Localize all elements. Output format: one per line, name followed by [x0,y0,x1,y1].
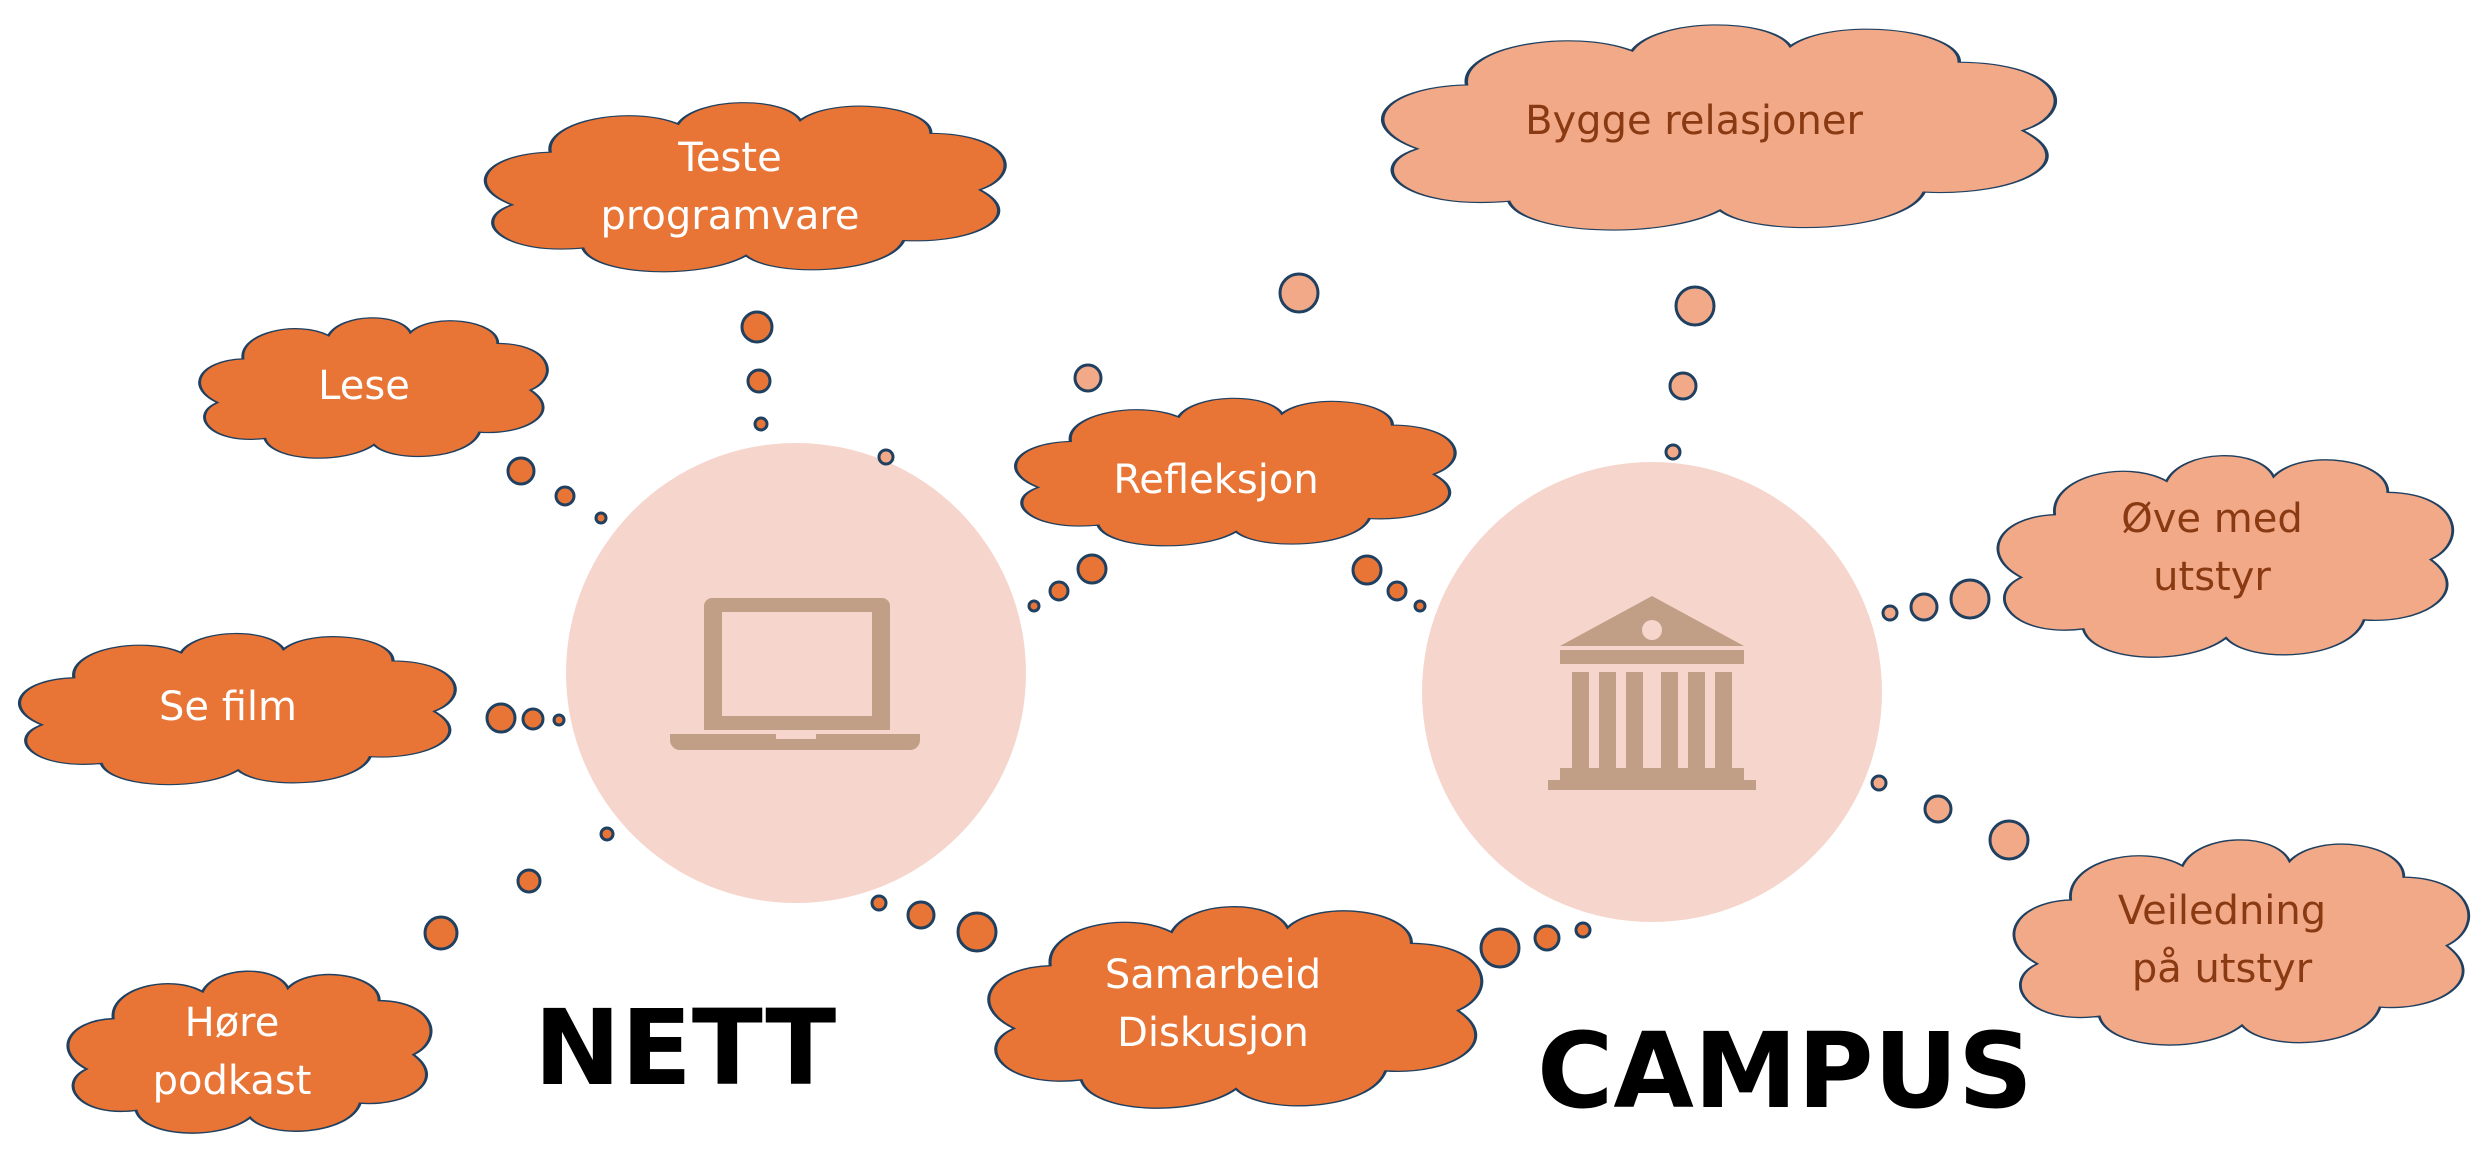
cloud-hore-podkast: Høre podkast [68,971,431,1133]
cloud-label-line: Diskusjon [1117,1010,1309,1056]
bubbles-ove [1881,578,1991,622]
bubbles-samarbeid [870,894,1592,969]
bubbles-teste [740,310,774,432]
cloud-label-line: Teste [677,135,781,181]
cloud-label-line: Lese [318,363,410,409]
bubbles-refleksjon [1027,553,1427,613]
cloud-bygge-relasjoner: Bygge relasjoner [1383,25,2056,230]
cloud-label-line: Øve med [2121,496,2302,542]
campus-hub-circle [1422,462,1882,922]
online-hub-label: NETT [534,987,836,1109]
cloud-veiledning-pa-utstyr: Veiledning på utstyr [2014,840,2469,1045]
cloud-label-line: podkast [153,1058,312,1104]
svg-text:Bygge relasjoner: Bygge relasjoner [1525,98,1863,144]
laptop-icon [670,598,920,750]
cloud-label-line: Veiledning [2118,888,2326,934]
cloud-refleksjon: Refleksjon [1016,398,1455,546]
bubbles-lese [506,456,608,525]
institution-building-icon [1548,596,1756,790]
cloud-label-line: Samarbeid [1105,952,1321,998]
bubbles-veiledning [1870,774,2030,861]
online-hub-circle [566,443,1026,903]
svg-text:Lese: Lese [318,363,410,409]
bubbles-hore [423,826,615,951]
cloud-teste-programvare: Teste programvare [485,103,1005,272]
cloud-ove-med-utstyr: Øve med utstyr [1998,456,2453,657]
campus-hub-label: CAMPUS [1537,1010,2033,1132]
bubbles-se-film [485,702,566,734]
cloud-label-line: Se film [159,684,297,730]
cloud-label-line: på utstyr [2132,946,2313,992]
cloud-label-line: programvare [600,193,859,239]
cloud-lese: Lese [200,318,548,458]
cloud-se-film: Se film [20,634,456,785]
svg-text:Se film: Se film [159,684,297,730]
cloud-label-line: Bygge relasjoner [1525,98,1863,144]
bubbles-campus-top [877,272,1716,466]
cloud-label-line: utstyr [2153,554,2271,600]
cloud-label-line: Refleksjon [1113,457,1318,503]
cloud-label-line: Høre [185,1000,280,1046]
svg-text:Refleksjon: Refleksjon [1113,457,1318,503]
